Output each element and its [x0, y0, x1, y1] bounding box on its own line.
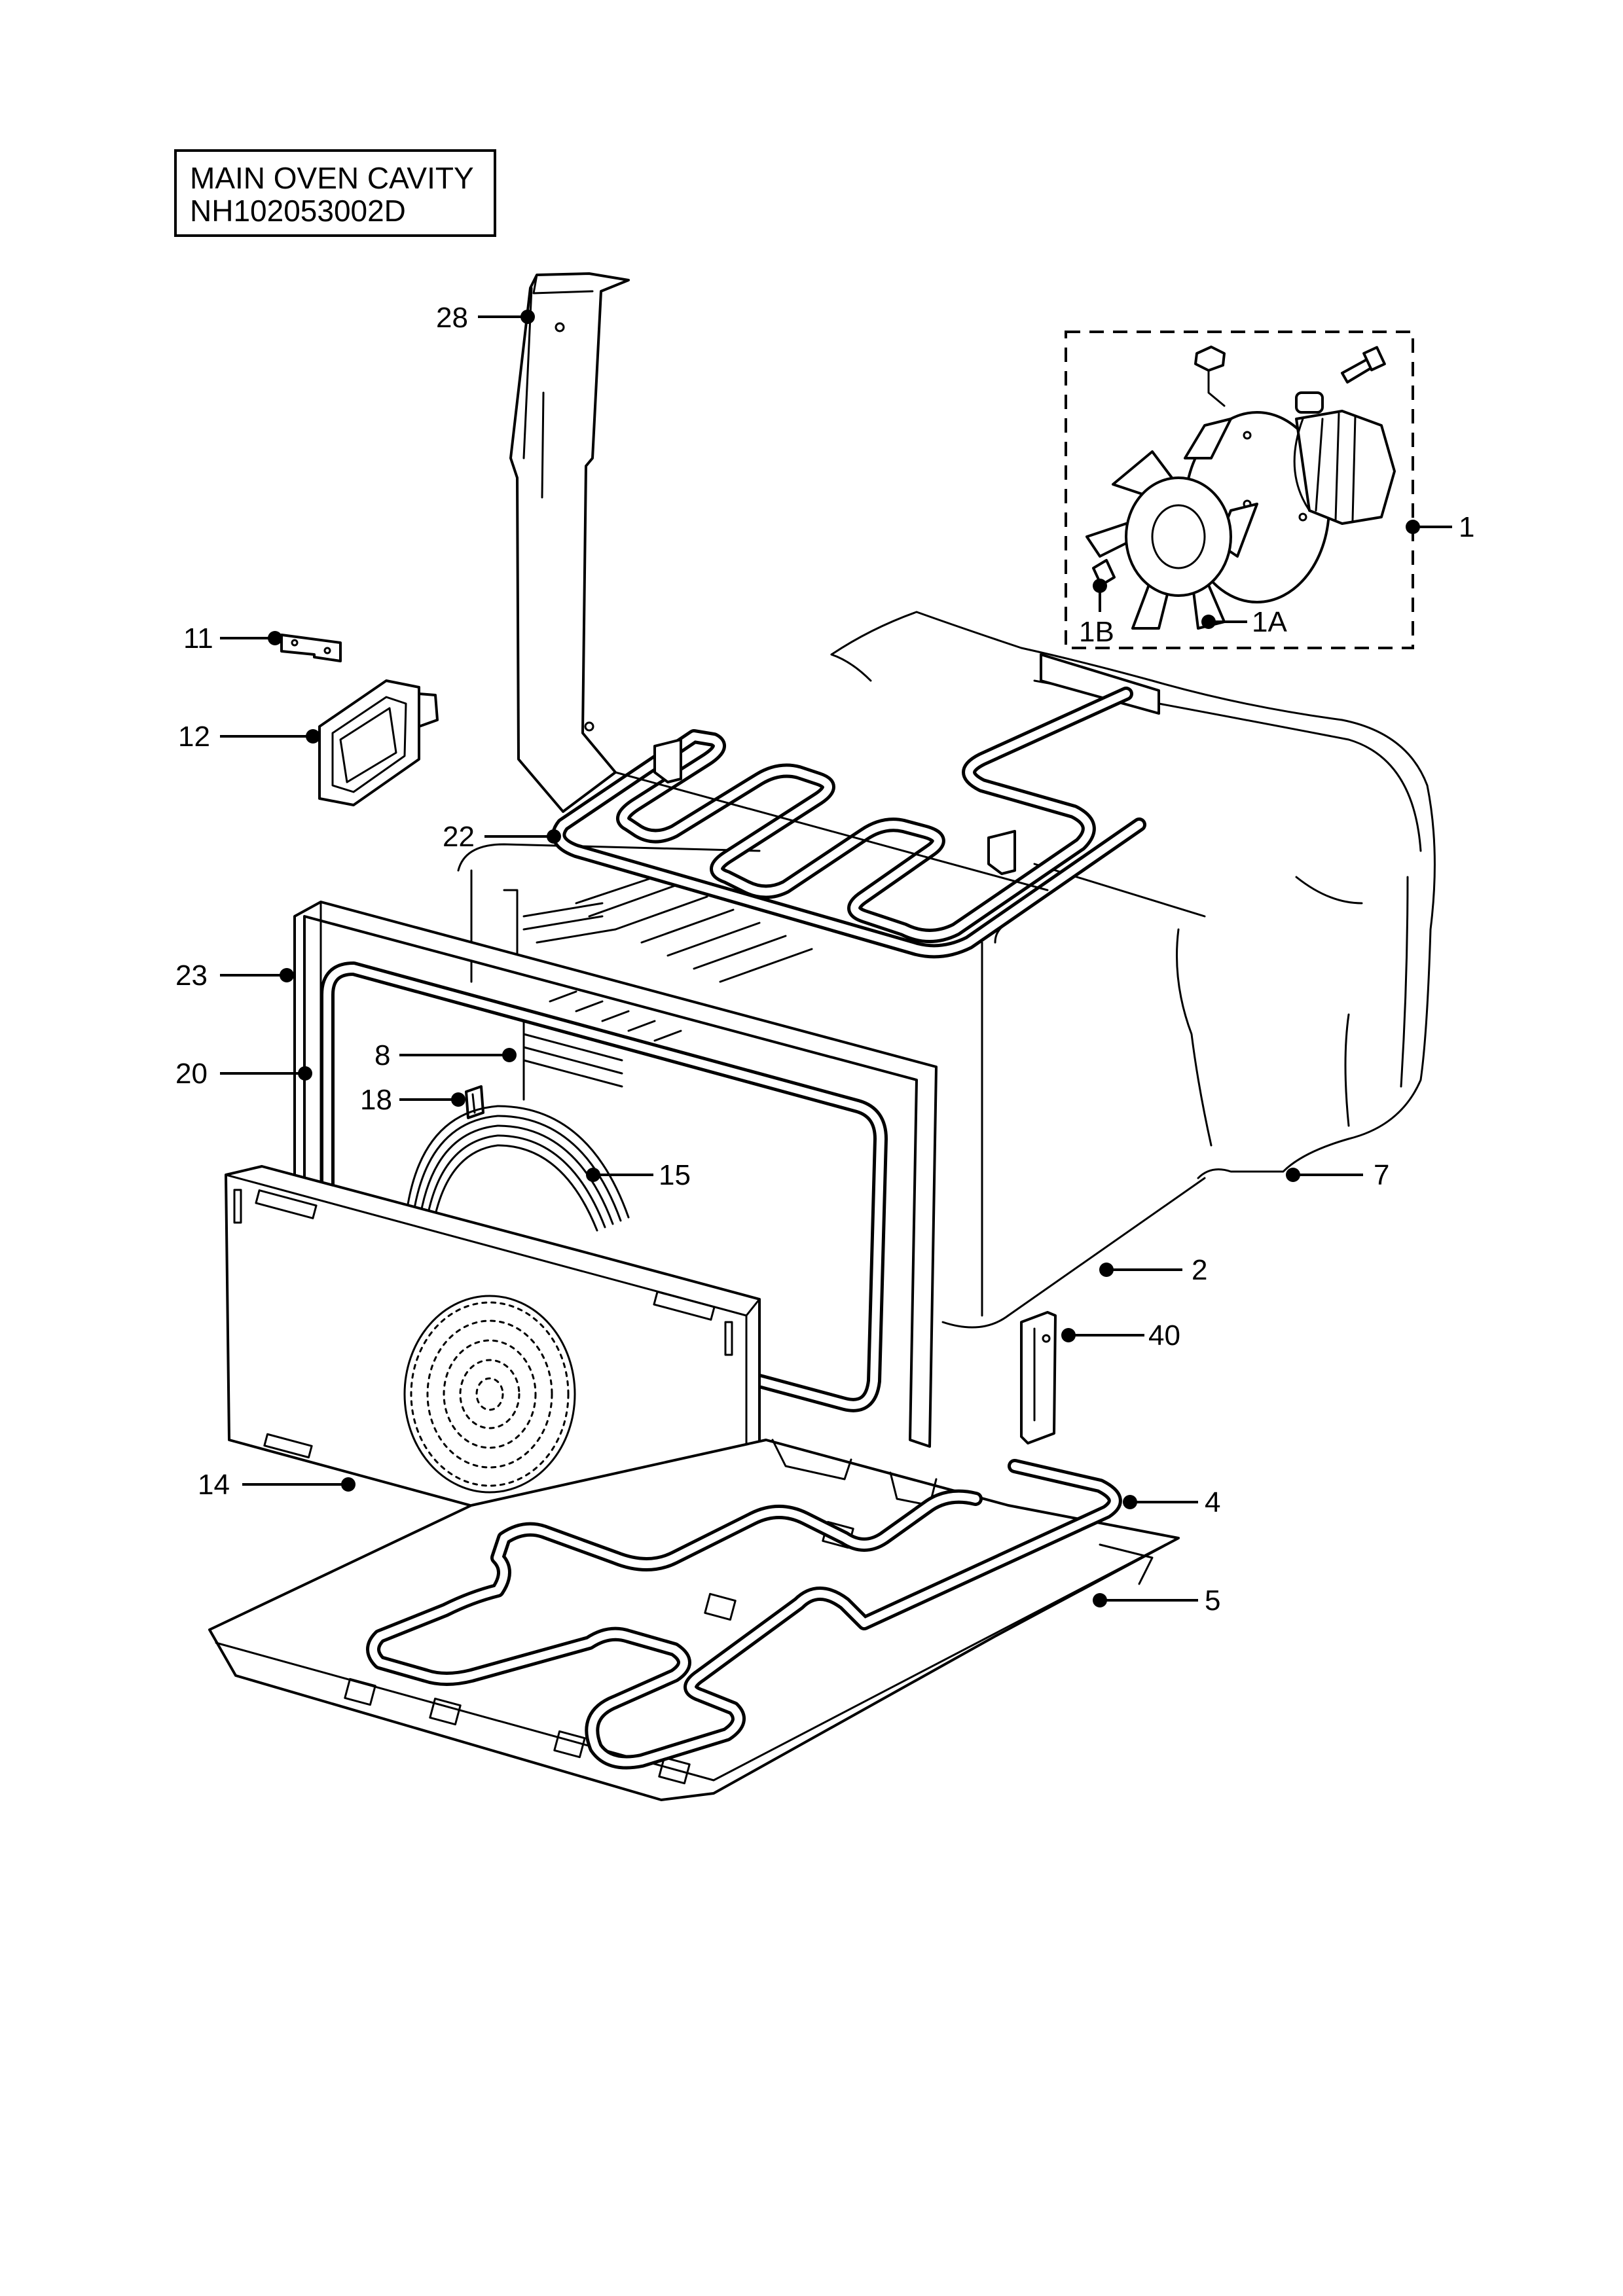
- callout-label-28: 28: [436, 302, 468, 334]
- callout-1: 1: [1406, 511, 1474, 543]
- callout-15: 15: [586, 1159, 691, 1191]
- part-5-base-tray-drawing: [208, 1439, 1180, 1801]
- callout-28: 28: [436, 302, 535, 334]
- callout-8: 8: [374, 1039, 517, 1071]
- callout-label-14: 14: [198, 1469, 230, 1501]
- callout-label-1: 1: [1459, 511, 1474, 543]
- fan-assembly-group: [1065, 331, 1414, 649]
- callout-12: 12: [178, 721, 320, 753]
- callout-label-8: 8: [374, 1039, 390, 1071]
- callout-label-15: 15: [659, 1159, 691, 1191]
- callout-23: 23: [175, 960, 294, 992]
- callout-label-4: 4: [1205, 1486, 1220, 1518]
- fan-nut-drawing: [1194, 346, 1226, 372]
- callout-label-23: 23: [175, 960, 208, 992]
- title-line-1: MAIN OVEN CAVITY: [190, 161, 474, 195]
- title-box: MAIN OVEN CAVITY NH102053002D: [174, 149, 496, 237]
- callout-label-1a: 1A: [1252, 606, 1287, 638]
- part-20-seal-drawing: [320, 961, 888, 1412]
- callout-5: 5: [1093, 1585, 1220, 1617]
- callout-7: 7: [1286, 1159, 1389, 1191]
- callout-label-7: 7: [1374, 1159, 1389, 1191]
- part-22-grill-element-drawing: [551, 653, 1160, 959]
- callout-label-1b: 1B: [1079, 616, 1114, 648]
- callout-label-22: 22: [443, 821, 475, 853]
- callout-label-12: 12: [178, 721, 210, 753]
- part-40-sensor-drawing: [1020, 1311, 1057, 1444]
- callout-22: 22: [443, 821, 561, 853]
- part-8-shelf-runner-drawing: [522, 1020, 623, 1101]
- fan-blades-drawing: [1085, 418, 1258, 630]
- callout-1a: 1A: [1201, 606, 1287, 638]
- callout-11: 11: [183, 622, 282, 655]
- callout-label-20: 20: [175, 1058, 208, 1090]
- callout-4: 4: [1123, 1486, 1220, 1518]
- callout-18: 18: [360, 1084, 465, 1116]
- callout-label-40: 40: [1148, 1319, 1180, 1352]
- title-line-2: NH102053002D: [190, 194, 406, 228]
- callout-label-2: 2: [1192, 1254, 1207, 1286]
- callout-14: 14: [198, 1469, 356, 1501]
- part-4-base-element-drawing: [366, 1459, 1122, 1770]
- part-12-lamp-drawing: [318, 679, 439, 806]
- callout-20: 20: [175, 1058, 312, 1090]
- callout-2: 2: [1099, 1254, 1207, 1286]
- callout-label-5: 5: [1205, 1585, 1220, 1617]
- callout-1b: 1B: [1079, 579, 1114, 648]
- callout-label-11: 11: [183, 622, 213, 655]
- part-28-channel-drawing: [509, 272, 630, 813]
- fan-motor-drawing: [1295, 410, 1396, 525]
- part-11-bracket-drawing: [280, 634, 342, 662]
- part-2-cavity-drawing: [457, 843, 1206, 1329]
- callout-label-18: 18: [360, 1084, 392, 1116]
- callout-40: 40: [1061, 1319, 1180, 1352]
